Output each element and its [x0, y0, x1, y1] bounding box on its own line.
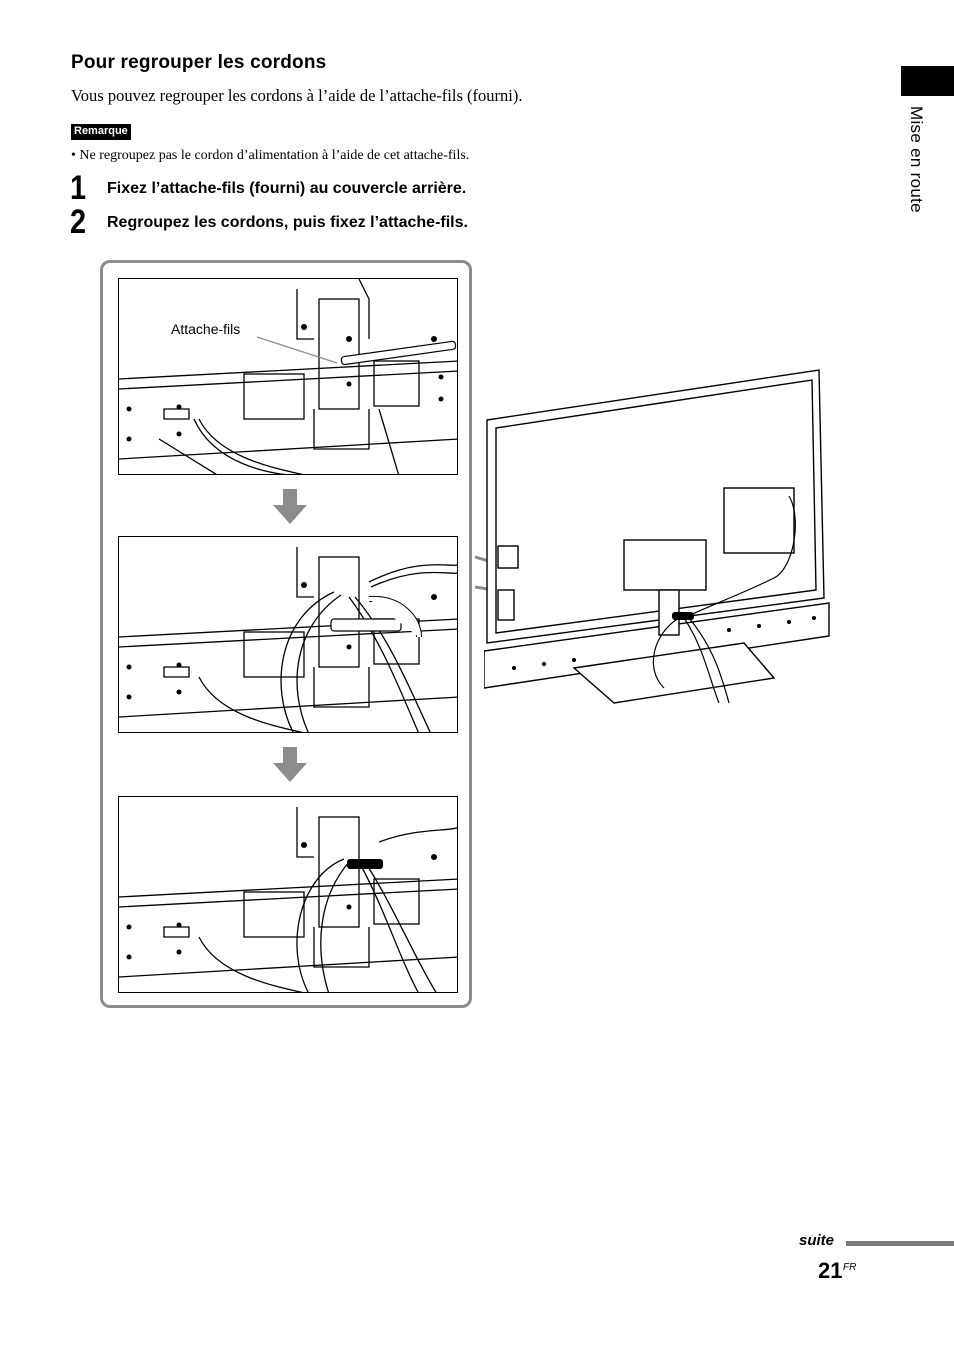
- section-title: Pour regrouper les cordons: [71, 52, 327, 73]
- page-number: 21: [818, 1258, 843, 1283]
- continued-bar: [846, 1241, 954, 1246]
- tv-rear-illustration: [484, 369, 830, 704]
- step-2-number: 2: [70, 203, 87, 241]
- illustration-frame: [100, 260, 472, 1008]
- side-tab-label: Mise en route: [907, 106, 926, 213]
- down-arrow-icon: [273, 489, 307, 524]
- step-1-number: 1: [70, 169, 87, 207]
- callout-label: Attache-fils: [171, 321, 241, 337]
- side-tab-marker: [901, 66, 954, 96]
- note-badge: Remarque: [71, 124, 131, 140]
- illustration-panel-2: [118, 536, 458, 733]
- intro-paragraph: Vous pouvez regrouper les cordons à l’ai…: [71, 86, 523, 105]
- down-arrow-icon: [273, 747, 307, 782]
- step-1-text: Fixez l’attache-fils (fourni) au couverc…: [107, 180, 467, 197]
- note-text: • Ne regroupez pas le cordon d’alimentat…: [71, 148, 470, 163]
- illustration-panel-1: [118, 278, 458, 475]
- illustration-panel-3: [118, 796, 458, 993]
- continued-label: suite: [799, 1232, 835, 1249]
- page-language-suffix: FR: [843, 1262, 857, 1273]
- step-2-text: Regroupez les cordons, puis fixez l’atta…: [107, 214, 468, 231]
